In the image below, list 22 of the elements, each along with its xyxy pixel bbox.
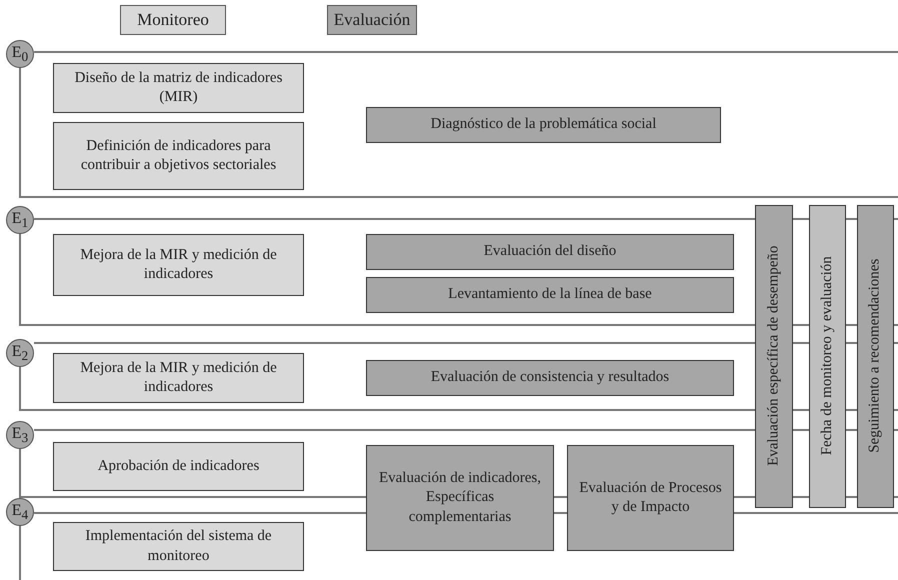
- column-header: Evaluación: [327, 5, 417, 35]
- vertical-activity-box: Fecha de monitoreo y evaluación: [809, 205, 846, 508]
- activity-box: Mejora de la MIR y medición de indicadores: [53, 353, 304, 403]
- activity-box: Diagnóstico de la problemática social: [366, 107, 721, 143]
- activity-box: Mejora de la MIR y medición de indicadores: [53, 234, 304, 296]
- activity-box: Levantamiento de la línea de base: [366, 277, 734, 313]
- stage-circle: E$_{4}$: [6, 498, 34, 526]
- activity-box: Diseño de la matriz de indicadores (MIR): [53, 63, 304, 113]
- activity-box: Aprobación de indicadores: [53, 442, 304, 491]
- stage-circle: E$_{2}$: [6, 339, 34, 367]
- activity-box: Evaluación del diseño: [366, 234, 734, 270]
- activity-box: Evaluación de indicadores, Específicas complementarias: [366, 445, 554, 551]
- stage-circle: E$_{1}$: [6, 206, 34, 234]
- column-header: Monitoreo: [120, 5, 226, 35]
- activity-box: Evaluación de consistencia y resultados: [366, 360, 734, 396]
- activity-box: Evaluación de Procesos y de Impacto: [567, 445, 734, 551]
- vertical-activity-box: Seguimiento a recomendaciones: [857, 205, 894, 508]
- stage-circle: E$_{0}$: [6, 40, 34, 68]
- activity-box: Implementación del sistema de monitoreo: [53, 522, 304, 571]
- activity-box: Definición de indicadores para contribuir a objetivos sectoriales: [53, 122, 304, 190]
- vertical-activity-box: Evaluación específica de desempeño: [755, 205, 793, 508]
- stage-circle: E$_{3}$: [6, 421, 34, 449]
